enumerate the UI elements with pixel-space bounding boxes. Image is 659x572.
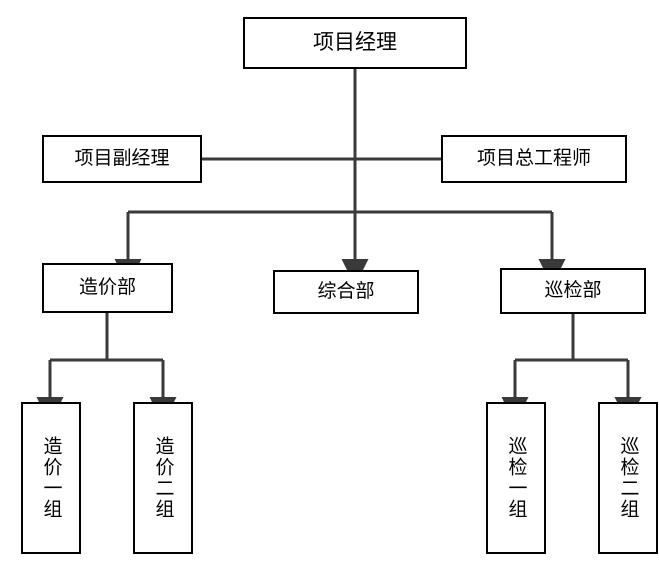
node-cost-team-2[interactable]: 造价二组 <box>133 402 193 554</box>
node-deputy-manager[interactable]: 项目副经理 <box>42 135 202 183</box>
node-label: 巡检部 <box>544 280 602 302</box>
node-inspection-team-2[interactable]: 巡检二组 <box>598 402 658 554</box>
node-label: 造价二组 <box>152 436 174 520</box>
node-label: 综合部 <box>317 281 375 303</box>
node-label: 项目总工程师 <box>476 148 591 170</box>
node-label: 造价一组 <box>40 436 62 520</box>
node-label: 巡检二组 <box>617 436 639 520</box>
node-label: 造价部 <box>78 277 136 299</box>
node-inspection-dept[interactable]: 巡检部 <box>500 268 646 314</box>
node-label: 巡检一组 <box>505 436 527 520</box>
node-chief-engineer[interactable]: 项目总工程师 <box>441 135 627 183</box>
node-inspection-team-1[interactable]: 巡检一组 <box>486 402 546 554</box>
node-cost-team-1[interactable]: 造价一组 <box>21 402 81 554</box>
node-project-manager[interactable]: 项目经理 <box>243 17 467 69</box>
node-label: 项目副经理 <box>74 148 170 170</box>
node-label: 项目经理 <box>313 30 397 54</box>
node-general-dept[interactable]: 综合部 <box>273 270 419 314</box>
node-cost-dept[interactable]: 造价部 <box>42 263 173 313</box>
